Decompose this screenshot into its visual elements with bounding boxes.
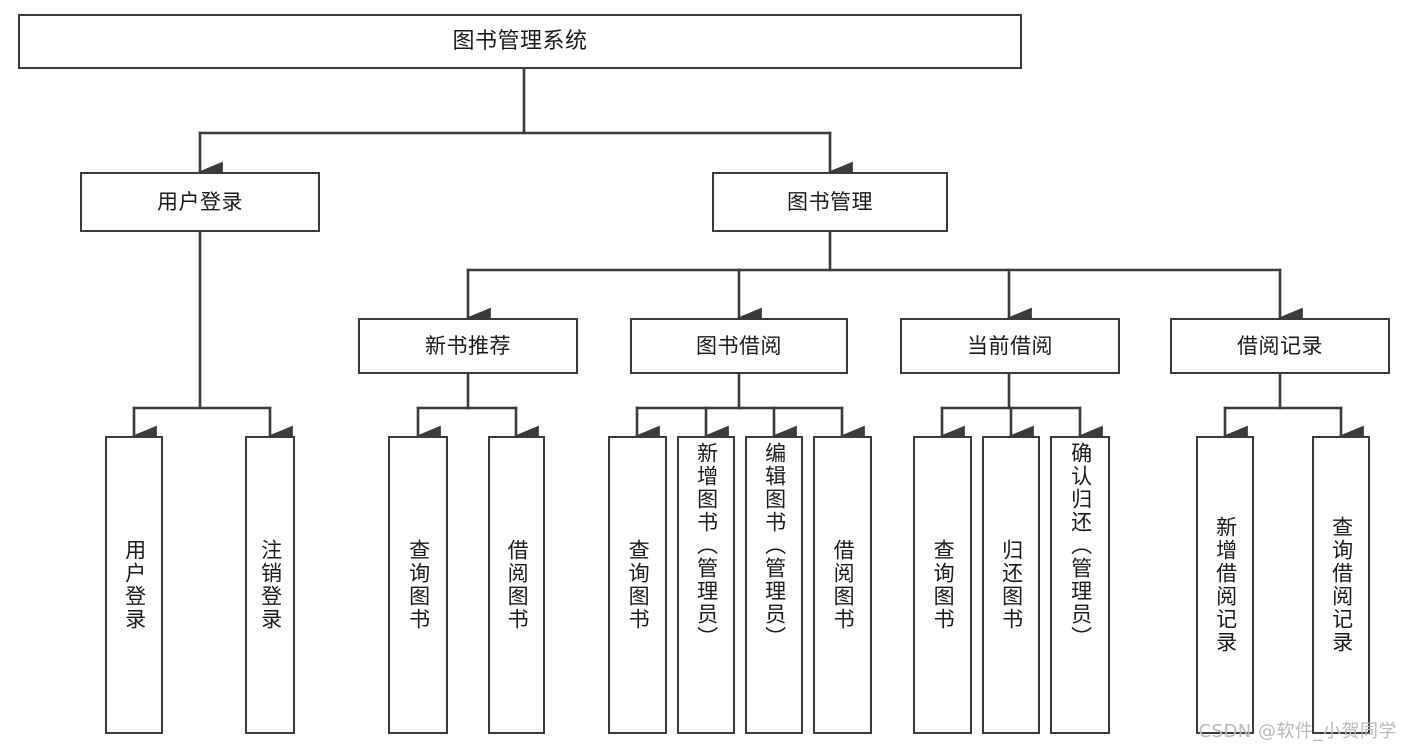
node-label: 图书借阅 [696,333,782,358]
node-label: 当前借阅 [967,333,1053,358]
node-book-manage[interactable]: 图书管理 [712,172,948,232]
node-leaf-confirm-return[interactable]: 确认归还（管理员） [1050,436,1110,734]
node-label: 归还图书 [999,539,1024,631]
node-leaf-edit-book-admin[interactable]: 编辑图书（管理员） [745,436,803,734]
node-leaf-user-login[interactable]: 用户登录 [105,436,163,734]
node-borrow-record[interactable]: 借阅记录 [1170,318,1390,374]
node-label: 注销登录 [258,539,283,631]
node-label: 用户登录 [157,189,243,214]
node-label: 用户登录 [122,539,147,631]
node-leaf-add-book-admin[interactable]: 新增图书（管理员） [677,436,735,734]
node-label: 编辑图书（管理员） [762,442,787,649]
node-label: 新书推荐 [425,333,511,358]
node-leaf-query-book-1[interactable]: 查询图书 [388,436,448,734]
node-leaf-query-book-3[interactable]: 查询图书 [913,436,972,734]
node-label: 新增借阅记录 [1213,516,1238,654]
node-current-borrow[interactable]: 当前借阅 [900,318,1120,374]
node-label: 图书管理 [787,189,873,214]
node-book-management-system[interactable]: 图书管理系统 [18,14,1022,69]
node-leaf-query-borrow-record[interactable]: 查询借阅记录 [1312,436,1370,734]
node-label: 查询图书 [931,539,956,631]
node-leaf-query-book-2[interactable]: 查询图书 [608,436,667,734]
tree-edges [131,67,1364,447]
node-leaf-borrow-book-1[interactable]: 借阅图书 [488,436,545,734]
node-new-book-recommend[interactable]: 新书推荐 [358,318,578,374]
node-book-borrow[interactable]: 图书借阅 [630,318,848,374]
node-leaf-return-book[interactable]: 归还图书 [982,436,1040,734]
node-leaf-add-borrow-record[interactable]: 新增借阅记录 [1196,436,1254,734]
node-label: 图书管理系统 [452,28,588,54]
node-label: 查询图书 [406,539,431,631]
node-label: 查询借阅记录 [1329,516,1354,654]
watermark-label: CSDN @软件_小贺同学 [1198,721,1397,742]
node-label: 借阅图书 [505,539,530,631]
node-label: 确认归还（管理员） [1068,442,1093,649]
node-label: 新增图书（管理员） [694,442,719,649]
node-label: 借阅图书 [831,539,856,631]
node-label: 借阅记录 [1237,333,1323,358]
node-leaf-logout[interactable]: 注销登录 [245,436,295,734]
node-label: 查询图书 [626,539,651,631]
node-leaf-borrow-book-2[interactable]: 借阅图书 [813,436,872,734]
node-user-login[interactable]: 用户登录 [80,172,320,232]
